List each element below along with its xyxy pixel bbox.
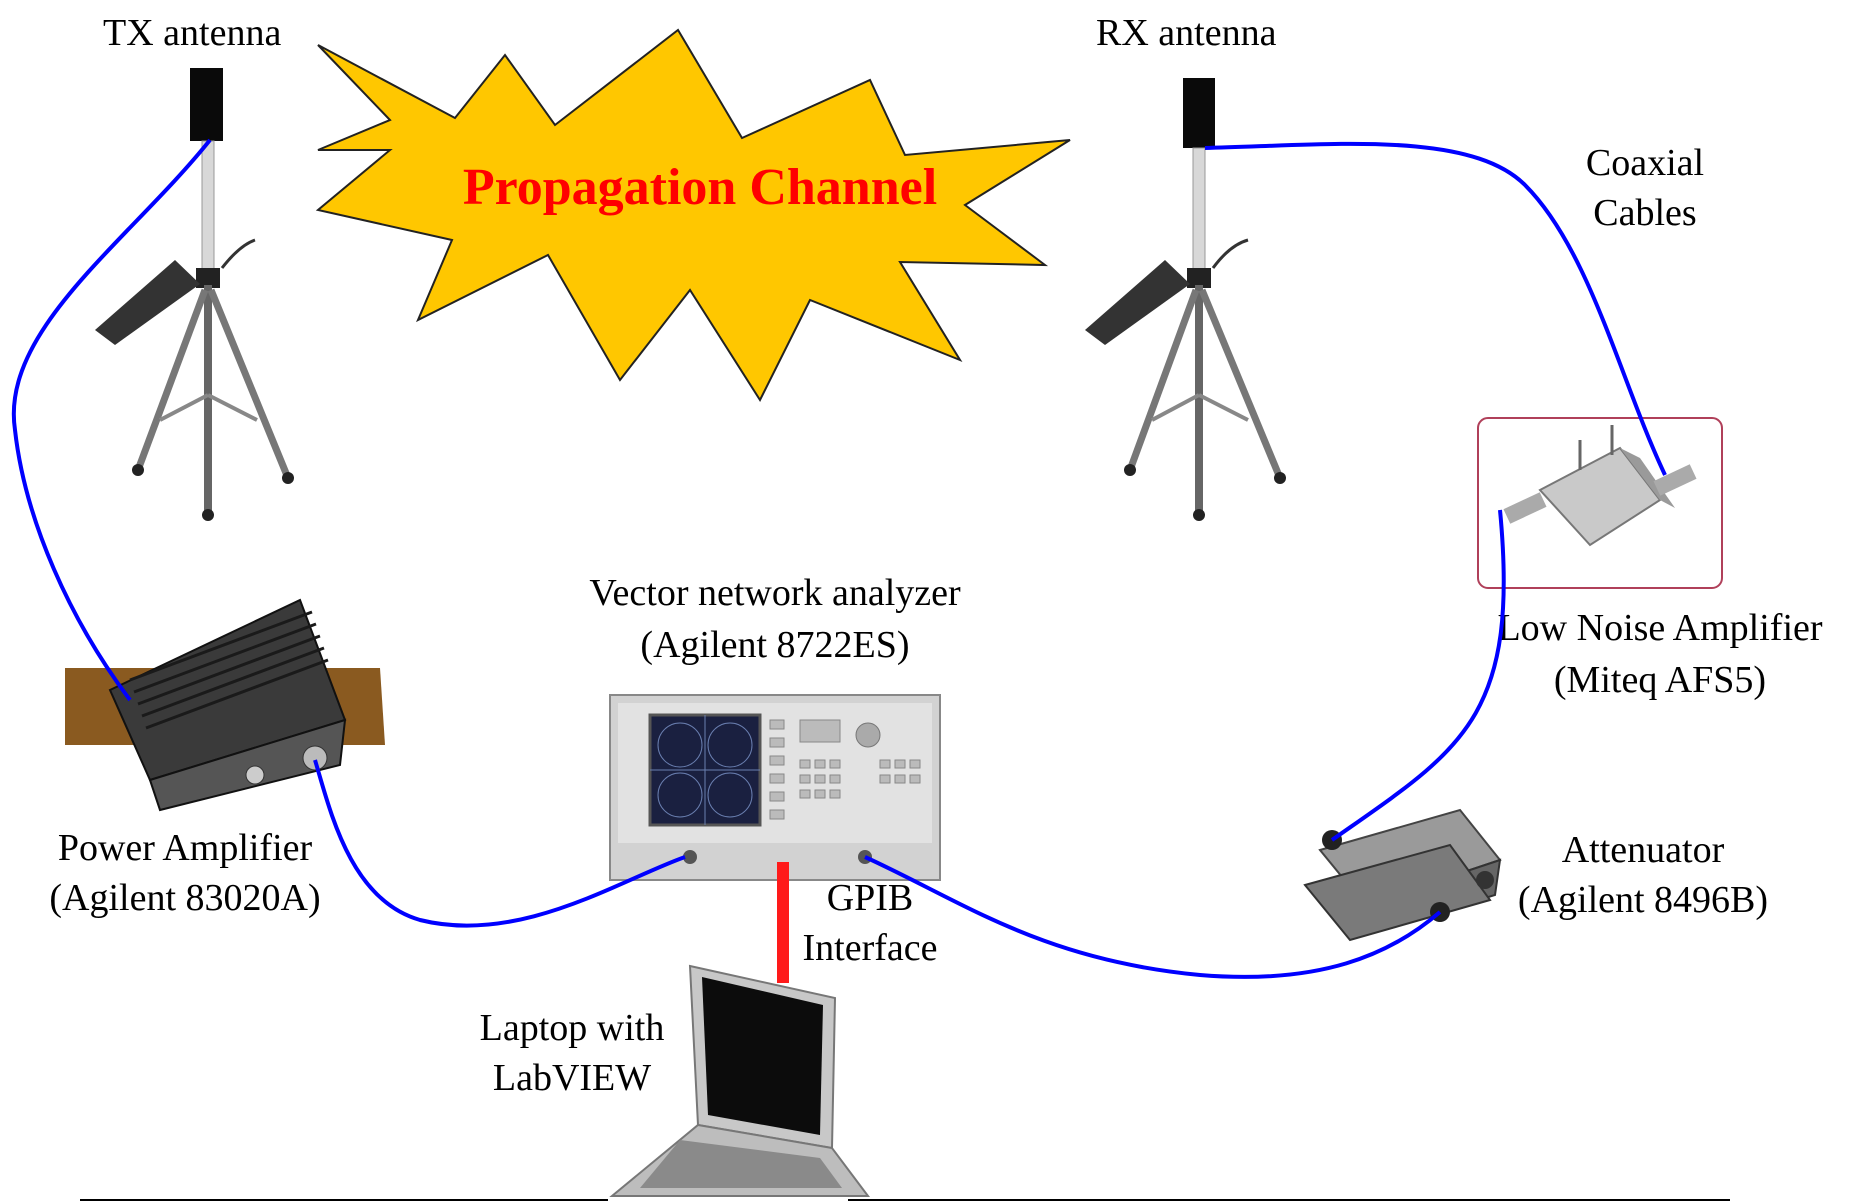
vna-device-icon	[609, 694, 941, 881]
tx-antenna-label: TX antenna	[103, 12, 281, 54]
lna-assembly: Low Noise Amplifier (Miteq AFS5)	[1477, 417, 1823, 701]
cable-tx-to-pa	[11, 138, 212, 702]
power-amplifier-assembly: Power Amplifier (Agilent 83020A)	[49, 598, 385, 919]
rx-antenna-assembly: RX antenna	[1085, 12, 1286, 521]
attenuator-assembly: Attenuator (Agilent 8496B)	[1303, 808, 1768, 942]
attenuator-label-line2: (Agilent 8496B)	[1518, 879, 1768, 921]
attenuator-label-line1: Attenuator	[1562, 829, 1725, 871]
coaxial-cables	[11, 138, 1667, 979]
power-amplifier-label-line2: (Agilent 83020A)	[49, 877, 320, 919]
lna-device-icon	[1503, 425, 1697, 547]
attenuator-icon	[1303, 808, 1502, 942]
gpib-label-line1: GPIB	[827, 877, 914, 919]
channel-starburst-shape	[315, 28, 1071, 403]
propagation-channel-burst: Propagation Channel	[315, 28, 1071, 403]
lna-label-line2: (Miteq AFS5)	[1554, 659, 1766, 701]
laptop-assembly: Laptop with LabVIEW	[480, 964, 870, 1197]
cable-pa-to-vna	[313, 759, 686, 928]
lna-label-line1: Low Noise Amplifier	[1497, 607, 1822, 649]
laptop-label-line2: LabVIEW	[493, 1057, 651, 1099]
cable-vna-to-attenuator	[864, 855, 1442, 979]
tx-tripod-icon	[95, 140, 294, 521]
vna-assembly: Vector network analyzer (Agilent 8722ES)	[589, 572, 961, 881]
rx-antenna-label: RX antenna	[1096, 12, 1277, 54]
rx-tripod-icon	[1085, 147, 1286, 521]
cables-label: Cables	[1593, 192, 1696, 234]
vna-label-line1: Vector network analyzer	[589, 572, 961, 614]
rx-antenna-icon	[1183, 78, 1215, 148]
tx-antenna-icon	[190, 68, 223, 141]
lna-frame	[1477, 417, 1723, 589]
tx-antenna-assembly: TX antenna	[95, 12, 294, 521]
propagation-channel-label: Propagation Channel	[463, 159, 937, 216]
vna-label-line2: (Agilent 8722ES)	[640, 624, 909, 666]
laptop-label-line1: Laptop with	[480, 1007, 665, 1049]
laptop-icon	[609, 964, 870, 1197]
cable-attenuator-to-lna	[1330, 509, 1506, 842]
cable-lna-to-rx	[1204, 141, 1667, 476]
coaxial-label: Coaxial	[1586, 142, 1704, 184]
power-amplifier-icon	[65, 598, 385, 812]
power-amplifier-label-line1: Power Amplifier	[58, 827, 313, 869]
gpib-label-line2: Interface	[803, 927, 938, 969]
